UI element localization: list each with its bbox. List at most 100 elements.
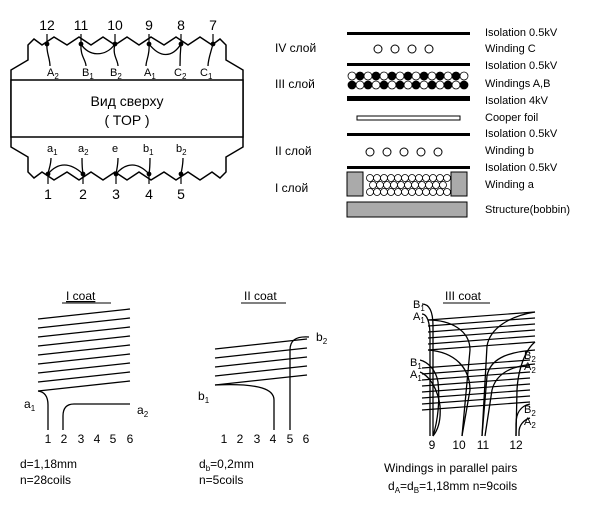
coat-3-title: III coat xyxy=(445,289,482,303)
coat-1-pin-numbers: 1 2 3 4 5 6 xyxy=(45,432,134,446)
lead-label-a2: A2 xyxy=(524,416,536,430)
lead-label-a2-bottom: a2 xyxy=(78,143,89,157)
lead-label-e-bottom: e xyxy=(112,143,118,155)
pin-12: 12 xyxy=(39,17,55,33)
layer-label: Isolation 0.5kV xyxy=(485,27,558,39)
bobbin-outline xyxy=(10,36,244,181)
coat-3-pin-numbers: 9 10 11 12 xyxy=(429,438,523,452)
top-view-body xyxy=(10,79,244,138)
top-view-pinout: Вид сверху ( TOP ) 12 11 10 9 8 7 xyxy=(10,17,244,202)
winding-b-turns xyxy=(365,147,443,157)
lead-label-b2-top: B2 xyxy=(110,67,122,81)
layer-label: Structure(bobbin) xyxy=(485,204,570,216)
lead-label-b1: B1 xyxy=(413,299,425,313)
isolation-bar xyxy=(347,133,470,136)
layer-name-i: I слой xyxy=(275,181,308,195)
winding-c-turns xyxy=(373,44,434,54)
top-view-title: Вид сверху xyxy=(91,93,164,109)
svg-text:5: 5 xyxy=(110,432,117,446)
layer-stack: IV слой III слой II слой I слой xyxy=(275,27,570,218)
lead-label-a2-top: A2 xyxy=(47,67,59,81)
coat-2: II coat b1 b2 1 2 3 4 5 6 db=0,2mm n=5co… xyxy=(198,289,328,487)
coat-1-coil-count: n=28coils xyxy=(20,473,71,487)
layer-label: Windings A,B xyxy=(485,78,550,90)
svg-text:3: 3 xyxy=(254,432,261,446)
coat-2-coil-count: n=5coils xyxy=(199,473,243,487)
lead-label-a1-top: A1 xyxy=(144,67,156,81)
layer-item-labels: Isolation 0.5kV Winding C Isolation 0.5k… xyxy=(485,27,570,216)
pin-10: 10 xyxy=(107,17,123,33)
svg-text:1: 1 xyxy=(221,432,228,446)
layer-label: Isolation 0.5kV xyxy=(485,60,558,72)
svg-text:1: 1 xyxy=(45,432,52,446)
coat-3-note: Windings in parallel pairs xyxy=(384,461,517,475)
coat-1-start-label: a1 xyxy=(24,397,36,413)
copper-foil xyxy=(356,115,461,121)
coat-2-start-label: b1 xyxy=(198,389,210,405)
layer-label: Winding b xyxy=(485,145,534,157)
top-pin-numbers: 12 11 10 9 8 7 xyxy=(39,17,217,33)
layer-label: Winding C xyxy=(485,43,536,55)
top-pins xyxy=(44,34,216,47)
coat-3-upper-turns xyxy=(427,311,536,351)
coat-2-title: II coat xyxy=(244,289,277,303)
pin-11: 11 xyxy=(74,17,89,33)
lead-label-b1-bottom: b1 xyxy=(143,143,154,157)
svg-text:12: 12 xyxy=(509,438,523,452)
lead-label-a1-bottom: a1 xyxy=(47,143,58,157)
layer-name-ii: II слой xyxy=(275,144,312,158)
layer-label: Isolation 0.5kV xyxy=(485,162,558,174)
coat-1: I coat a1 a2 1 2 3 4 5 6 d=1,18mm n= xyxy=(20,289,149,487)
layer-label: Cooper foil xyxy=(485,112,538,124)
coat-2-leads xyxy=(214,336,310,430)
pin-3: 3 xyxy=(112,186,120,202)
layer-label: Winding a xyxy=(485,179,535,191)
pin-9: 9 xyxy=(145,17,153,33)
coat-2-end-label: b2 xyxy=(316,330,328,346)
svg-text:6: 6 xyxy=(303,432,310,446)
layer-label: Isolation 4kV xyxy=(485,95,549,107)
lead-label-a2: A2 xyxy=(524,361,536,375)
pin-4: 4 xyxy=(145,186,153,202)
coat-2-turns xyxy=(214,338,308,386)
lead-label-c1-top: C1 xyxy=(200,67,213,81)
svg-text:10: 10 xyxy=(452,438,466,452)
lead-label-b2: B2 xyxy=(524,350,536,364)
coat-3-leads xyxy=(419,303,536,437)
top-wire-leads xyxy=(46,43,214,67)
coat-1-title: I coat xyxy=(66,289,96,303)
lead-label-b2-bottom: b2 xyxy=(176,143,187,157)
coat-1-diameter: d=1,18mm xyxy=(20,457,77,471)
coat-2-diameter: db=0,2mm xyxy=(199,457,254,473)
svg-text:11: 11 xyxy=(477,438,490,452)
winding-a xyxy=(346,171,468,197)
svg-text:4: 4 xyxy=(94,432,101,446)
coat-3-spec: dA=dB=1,18mm n=9coils xyxy=(388,479,517,495)
coat-1-leads xyxy=(37,390,130,430)
bottom-pins xyxy=(45,171,184,184)
svg-text:2: 2 xyxy=(61,432,68,446)
coat-1-end-label: a2 xyxy=(137,403,149,419)
pin-2: 2 xyxy=(79,186,87,202)
isolation-bar xyxy=(347,63,470,66)
bobbin-structure xyxy=(346,201,468,218)
lead-label-b1-top: B1 xyxy=(82,67,94,81)
windings-ab-turns xyxy=(347,71,469,90)
svg-text:4: 4 xyxy=(270,432,277,446)
svg-text:6: 6 xyxy=(127,432,134,446)
isolation-bar xyxy=(347,32,470,35)
coat-3-lead-labels: B1 A1 B1 A1 B2 A2 B2 A2 xyxy=(410,299,536,430)
isolation-4kv-bar xyxy=(347,96,470,101)
lead-label-b2: B2 xyxy=(524,404,536,418)
svg-text:5: 5 xyxy=(287,432,294,446)
svg-text:2: 2 xyxy=(237,432,244,446)
coat-3: III coat xyxy=(384,289,536,495)
coat-1-turns xyxy=(37,308,131,392)
coat-2-pin-numbers: 1 2 3 4 5 6 xyxy=(221,432,310,446)
pin-5: 5 xyxy=(177,186,185,202)
top-lead-labels: A2 B1 B2 A1 C2 C1 xyxy=(47,67,213,81)
pin-7: 7 xyxy=(209,17,217,33)
bottom-pin-numbers: 1 2 3 4 5 xyxy=(44,186,185,202)
isolation-bar xyxy=(347,166,470,169)
